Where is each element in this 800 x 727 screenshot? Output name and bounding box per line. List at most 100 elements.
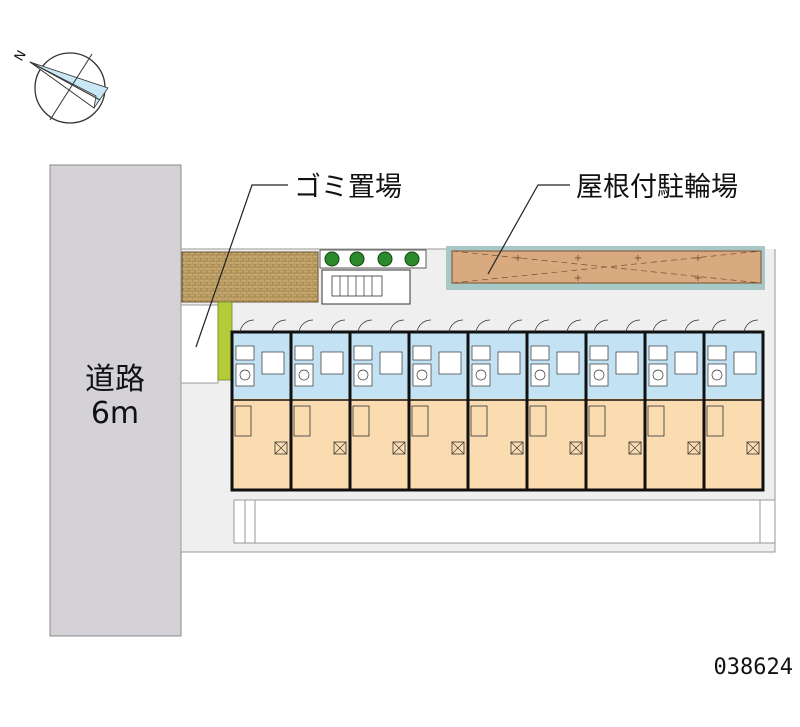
unit-basin [534,369,546,381]
unit-closet [352,405,370,437]
unit-door-swing [743,319,759,333]
unit-door-swing [593,319,609,333]
bicycle-parking: + + + + + + [446,246,765,290]
unit-basin [239,369,251,381]
unit-aircon-mark [451,441,465,455]
unit-bath [589,363,609,387]
unit-door-swing [271,319,287,333]
unit-kitchen [556,351,580,375]
unit-basin [593,369,605,381]
hedge-strip [217,301,233,381]
bicycle-parking-label: 屋根付駐輪場 [576,172,738,203]
unit-door-swing [416,319,432,333]
unit-closet [706,405,724,437]
svg-text:+: + [634,253,642,264]
unit-bath [530,363,550,387]
unit-basin [357,369,369,381]
tree [324,251,340,267]
unit-kitchen [615,351,639,375]
unit-bath [707,363,727,387]
unit-kitchen [320,351,344,375]
unit-toilet [471,345,491,361]
unit-basin [652,369,664,381]
bicycle-callout: 屋根付駐輪場 [487,172,738,275]
unit-closet [588,405,606,437]
unit-kitchen [674,351,698,375]
svg-text:+: + [514,253,522,264]
unit-door-swing [239,319,255,333]
unit-aircon-mark [628,441,642,455]
trash-callout: ゴミ置場 [195,172,402,348]
unit-aircon [392,441,406,455]
unit-toilet [530,345,550,361]
unit-toilet [589,345,609,361]
unit-door-swing [711,319,727,333]
unit-kitchen [379,351,403,375]
unit-basin [475,369,487,381]
unit-aircon [746,441,760,455]
unit-aircon-mark [333,441,347,455]
unit-aircon-mark [687,441,701,455]
unit-aircon [628,441,642,455]
unit-closet [234,405,252,437]
road-name-label: 道路 [85,362,145,397]
unit-closet [411,405,429,437]
unit-aircon-mark [510,441,524,455]
unit-door-swing [507,319,523,333]
unit-door-swing [475,319,491,333]
unit-door-swing [566,319,582,333]
unit-door-swing [652,319,668,333]
compass-north-letter: N [12,48,30,64]
unit-bath [648,363,668,387]
unit-aircon [274,441,288,455]
unit-bath [294,363,314,387]
trees [324,251,420,267]
unit-toilet [353,345,373,361]
property-id: 038624 [714,655,793,680]
unit-toilet [707,345,727,361]
unit-bath [235,363,255,387]
unit-closet [529,405,547,437]
unit-aircon [333,441,347,455]
apartment-building [230,319,765,492]
trash-area [181,251,319,303]
unit-aircon [451,441,465,455]
unit-kitchen [733,351,757,375]
unit-basin [416,369,428,381]
unit-closet [647,405,665,437]
tree [377,251,393,267]
unit-door-swing [625,319,641,333]
tree [404,251,420,267]
unit-toilet [648,345,668,361]
unit-door-swing [389,319,405,333]
unit-aircon-mark [746,441,760,455]
unit-door-swing [684,319,700,333]
unit-door-swing [448,319,464,333]
unit-kitchen [438,351,462,375]
svg-text:+: + [694,273,702,284]
unit-bath [412,363,432,387]
tree [349,251,365,267]
entrance-stair [319,249,427,305]
unit-door-swing [357,319,373,333]
unit-bath [353,363,373,387]
trash-area-label: ゴミ置場 [294,172,402,203]
unit-toilet [294,345,314,361]
svg-text:+: + [694,253,702,264]
road-width-label: 6m [91,396,139,431]
unit-kitchen [497,351,521,375]
unit-door-swing [330,319,346,333]
unit-toilet [412,345,432,361]
unit-aircon-mark [392,441,406,455]
unit-basin [711,369,723,381]
unit-aircon-mark [274,441,288,455]
unit-closet [470,405,488,437]
unit-basin [298,369,310,381]
unit-aircon [687,441,701,455]
unit-closet [293,405,311,437]
unit-toilet [235,345,255,361]
unit-bath [471,363,491,387]
unit-aircon [569,441,583,455]
svg-text:+: + [574,273,582,284]
